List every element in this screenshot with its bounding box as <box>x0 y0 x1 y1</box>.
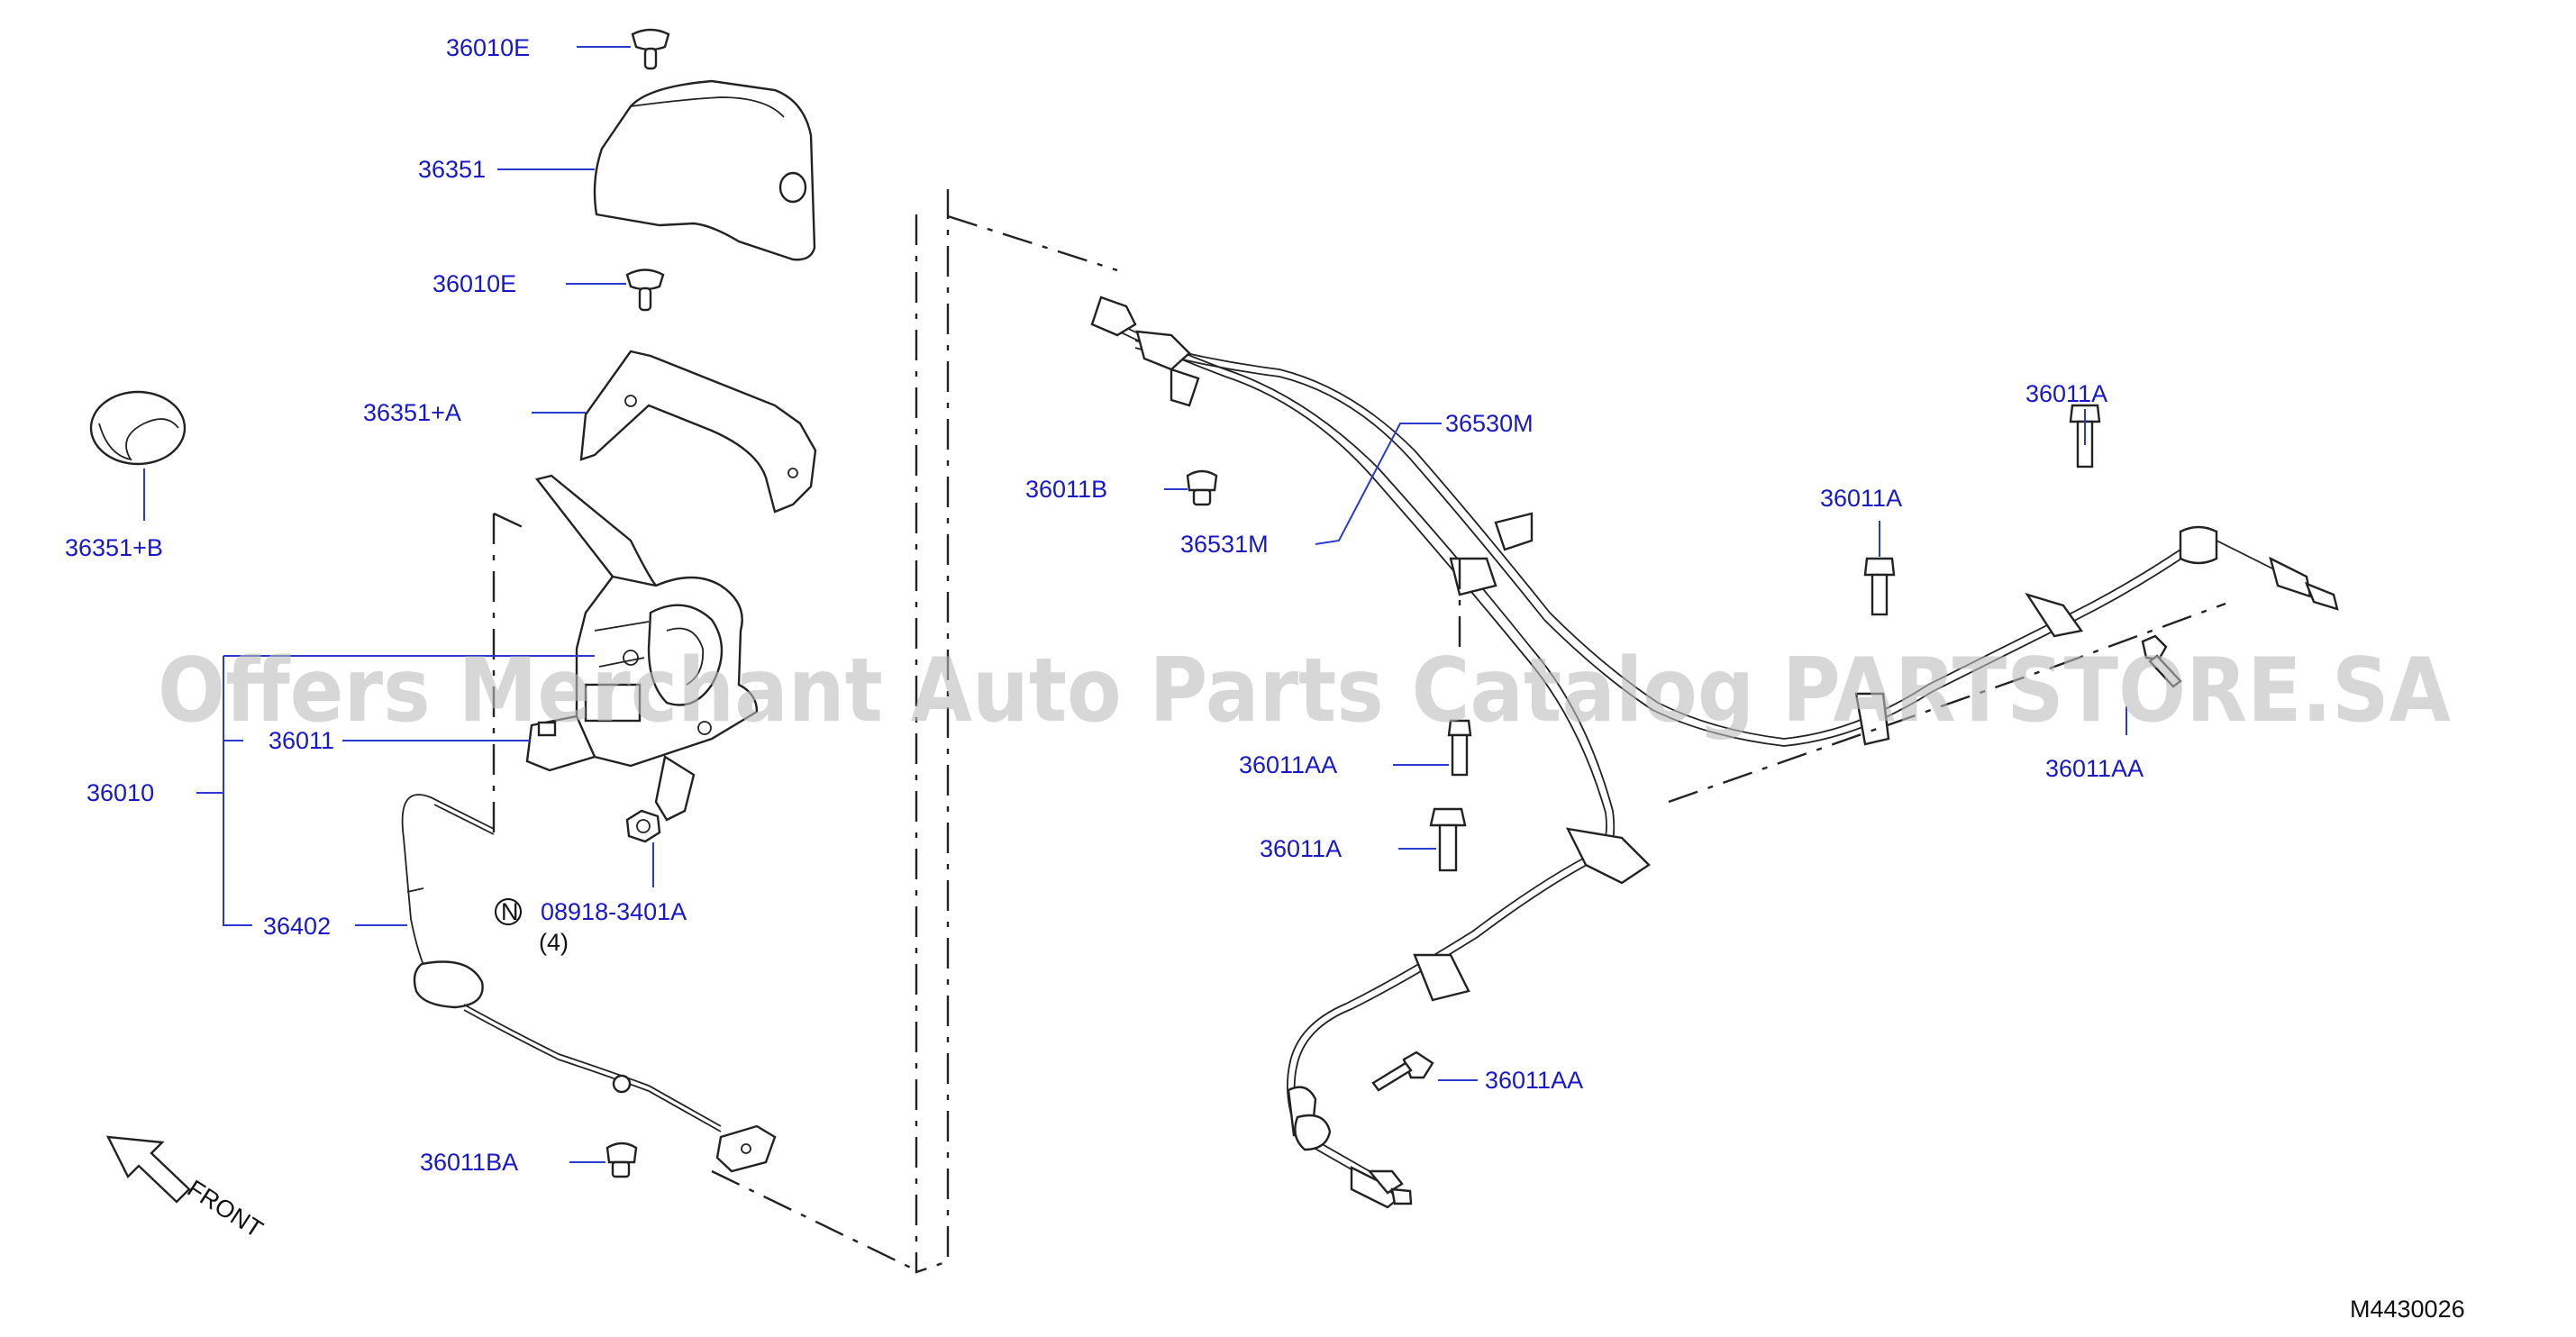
label-36351a[interactable]: 36351+A <box>363 399 461 426</box>
label-36011a-right[interactable]: 36011A <box>1820 485 1902 512</box>
bolt-36011a-right-drawing <box>1863 557 1896 616</box>
label-36530m[interactable]: 36530M <box>1445 410 1534 437</box>
label-36010e-lower[interactable]: 36010E <box>432 270 516 297</box>
bracket-36351a-drawing <box>579 350 817 514</box>
note-n-badge: N <box>495 898 522 925</box>
clip-36011ba-drawing <box>605 1141 638 1178</box>
bolt-36011aa-middle-drawing <box>1447 719 1472 777</box>
clip-36010e-lower-drawing <box>625 268 665 312</box>
label-36011ba[interactable]: 36011BA <box>420 1149 518 1176</box>
label-36011aa-right[interactable]: 36011AA <box>2045 755 2144 782</box>
label-36011[interactable]: 36011 <box>269 727 334 754</box>
label-36010e-top[interactable]: 36010E <box>446 34 530 61</box>
label-36011a-middle[interactable]: 36011A <box>1260 835 1342 862</box>
label-36402[interactable]: 36402 <box>263 913 331 940</box>
lever-cover-36351-drawing <box>593 79 816 261</box>
nut-08918-3401a-drawing <box>625 809 661 843</box>
leader-lines <box>143 46 2127 1163</box>
n-symbol: N <box>501 898 519 925</box>
label-36011a-far-right[interactable]: 36011A <box>2025 380 2107 407</box>
grommet-36351b-drawing <box>89 390 187 466</box>
bolt-36011aa-right-drawing <box>2141 634 2182 688</box>
diagram-id: M4430026 <box>2350 1296 2465 1323</box>
label-36011aa-lower[interactable]: 36011AA <box>1485 1067 1583 1094</box>
handbrake-lever-assembly-drawing <box>525 474 759 822</box>
label-08918-3401a[interactable]: 08918-3401A <box>541 898 687 925</box>
label-36011aa-middle[interactable]: 36011AA <box>1239 751 1337 778</box>
clip-36011b-drawing <box>1186 469 1218 506</box>
label-36010[interactable]: 36010 <box>86 779 154 806</box>
label-36531m[interactable]: 36531M <box>1180 531 1269 558</box>
front-label: FRONT <box>183 1175 268 1243</box>
bolt-36011a-middle-drawing <box>1429 807 1467 872</box>
boundary-lines <box>492 189 2226 1274</box>
clip-36010e-top-drawing <box>631 28 670 70</box>
front-cable-36402-drawing <box>401 794 777 1173</box>
label-quantity-4: (4) <box>539 929 569 956</box>
rear-cables-drawing <box>1090 296 2339 1209</box>
label-36351[interactable]: 36351 <box>418 156 486 183</box>
watermark-text: Offers Merchant Auto Parts Catalog PARTS… <box>158 640 2451 742</box>
label-36011b[interactable]: 36011B <box>1025 476 1107 503</box>
label-36351b[interactable]: 36351+B <box>65 534 163 561</box>
front-direction-arrow <box>105 1135 191 1204</box>
bolt-36011aa-lower-drawing <box>1371 1050 1434 1092</box>
